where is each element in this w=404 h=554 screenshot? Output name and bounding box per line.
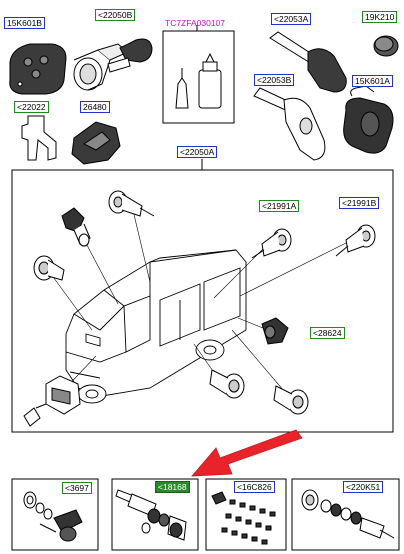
part-label-3697[interactable]: <3697: [62, 482, 92, 494]
remote-fob-15k601b-drawing[interactable]: [9, 43, 67, 95]
part-label-18168-highlighted[interactable]: <18168: [155, 481, 190, 493]
part-label-22050b[interactable]: <22050B: [95, 9, 136, 21]
lock-barrel-rear-b[interactable]: [273, 385, 309, 415]
part-label-21991a[interactable]: <21991A: [259, 200, 300, 212]
part-label-16c826[interactable]: <16C826: [234, 481, 275, 493]
battery-19k210-drawing[interactable]: [373, 35, 399, 57]
lock-barrel-front-left[interactable]: [108, 190, 155, 217]
part-label-28624[interactable]: <28624: [310, 327, 345, 339]
latch-mechanism[interactable]: [23, 375, 81, 427]
part-label-22022[interactable]: <22022: [14, 101, 49, 113]
main-vehicle-box[interactable]: [11, 159, 394, 433]
remote-key-15k601a-drawing[interactable]: [343, 85, 394, 154]
lock-barrel-rear-a[interactable]: [209, 369, 245, 399]
part-label-22053b[interactable]: <22053B: [254, 74, 295, 86]
part-label-15k601a[interactable]: 15K601A: [352, 75, 393, 87]
grease-kit-box[interactable]: [162, 25, 235, 124]
key-22053a-drawing[interactable]: [269, 31, 347, 93]
door-handle-key-part[interactable]: [61, 207, 91, 247]
part-label-21991b[interactable]: <21991B: [339, 197, 380, 209]
part-label-15k601b[interactable]: 15K601B: [4, 17, 45, 29]
lock-barrel-left-side[interactable]: [33, 255, 65, 281]
lock-actuator-28624[interactable]: [261, 317, 289, 345]
part-number-tc7zfa030107[interactable]: TC7ZFA030107: [165, 18, 226, 28]
lock-barrel-21991b[interactable]: [335, 224, 376, 257]
part-label-19k210[interactable]: 19K210: [362, 11, 398, 23]
housing-26480-drawing[interactable]: [71, 121, 121, 165]
leader-lines: [47, 205, 353, 399]
red-arrow: [191, 429, 303, 477]
lock-cylinder-22050b-drawing[interactable]: [73, 38, 153, 91]
part-label-22053a[interactable]: <22053A: [271, 13, 312, 25]
part-label-22050a[interactable]: <22050A: [177, 146, 218, 158]
part-label-26480[interactable]: 26480: [80, 101, 110, 113]
lock-barrel-21991a[interactable]: [251, 228, 292, 259]
clip-22022-drawing[interactable]: [21, 115, 57, 161]
van-illustration: [65, 249, 247, 404]
part-label-220k51[interactable]: <220K51: [343, 481, 384, 493]
key-22053b-drawing[interactable]: [253, 87, 326, 161]
